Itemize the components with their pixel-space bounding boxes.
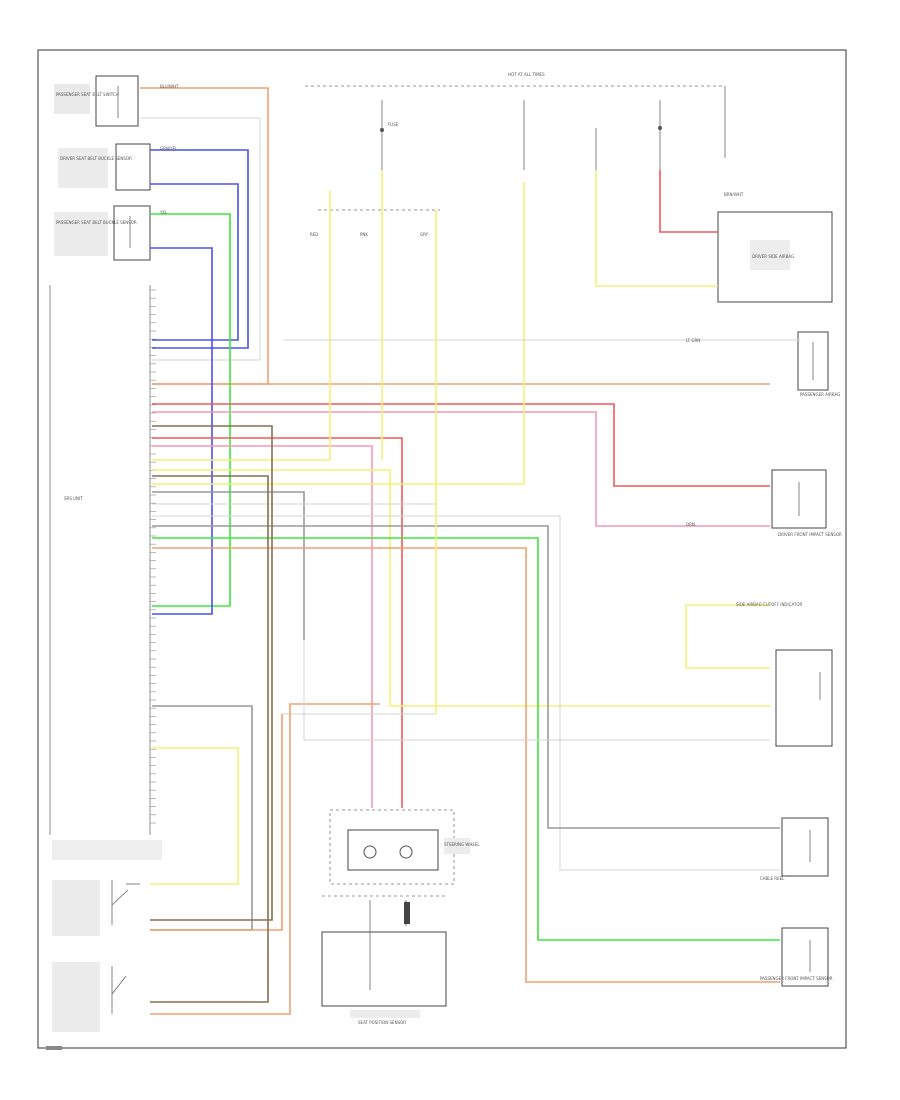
wire-green-5 <box>150 213 231 607</box>
wire-yellow-13 <box>152 182 525 485</box>
passenger-seat-belt-switch-lower <box>52 962 127 1032</box>
wire-lightgray-31 <box>303 640 770 741</box>
wire-yellow-11 <box>152 190 331 461</box>
wire-green-18 <box>152 537 780 941</box>
driver-front-impact-sensor <box>797 331 829 391</box>
component-label: PASSENGER AIRBAG <box>800 392 840 397</box>
driver-airbag-module <box>717 211 833 303</box>
component-label: CABLE REEL <box>760 876 785 881</box>
wire-red-7 <box>152 403 770 487</box>
wire-yellow-29 <box>685 605 770 669</box>
wire-lightgray-15 <box>152 503 437 715</box>
cable-reel <box>329 809 470 885</box>
wire-lightgray-16 <box>152 515 780 871</box>
component-label: GRN/YEL <box>160 146 178 151</box>
wire-yellow-12 <box>152 469 770 707</box>
wire-red-27 <box>659 170 718 233</box>
wire-red-9 <box>152 437 403 808</box>
component-label: GRY <box>420 232 429 237</box>
wire-blue-6 <box>150 247 213 615</box>
wire-gray-17 <box>152 525 780 829</box>
passenger-seat-belt-switch <box>54 75 139 127</box>
component-label: PASSENGER SEAT BELT SWITCH <box>56 92 119 97</box>
component-label: BLU/WHT <box>160 84 179 89</box>
wire-gray-20 <box>150 705 253 931</box>
component-label: HOT AT ALL TIMES <box>508 72 545 77</box>
component-label: STEERING WHEEL <box>444 842 480 847</box>
diagram-code-label <box>46 1046 62 1050</box>
wire-brown-22 <box>150 425 273 921</box>
component-label: RED <box>310 232 318 237</box>
passenger-front-impact-sensor <box>771 469 827 529</box>
driver-seat-belt-switch <box>52 840 162 936</box>
wire-pink-10 <box>152 445 373 808</box>
diagram-frame <box>37 49 847 1049</box>
srs-unit-connector <box>49 285 156 835</box>
component-labels: PASSENGER SEAT BELT SWITCH DRIVER SEAT BE… <box>56 72 842 1025</box>
component-label: DRIVER FRONT IMPACT SENSOR <box>778 532 842 537</box>
wire-blue-4 <box>150 183 239 341</box>
component-label: PASSENGER FRONT IMPACT SENSOR <box>760 976 833 981</box>
connector-pins <box>150 289 156 824</box>
wire-orange-23 <box>150 714 283 931</box>
component-label: LT GRN <box>686 338 700 343</box>
component-label: DRIVER SEAT BELT BUCKLE SENSOR <box>60 156 132 161</box>
component-label: PNK <box>360 232 368 237</box>
component-label: DRIVER SIDE AIRBAG <box>752 254 794 259</box>
component-label: SRS UNIT <box>64 496 83 501</box>
wire-pink-8 <box>152 411 770 527</box>
wire-harness <box>140 87 800 1015</box>
component-label: ORN <box>686 522 695 527</box>
wire-orange-25 <box>150 703 380 1015</box>
component-label: BRN/WHT <box>724 192 744 197</box>
wire-blue-3 <box>150 149 249 349</box>
wire-yellow-26 <box>595 170 718 287</box>
passenger-seat-belt-buckle-sensor <box>54 205 151 261</box>
component-label: FUSE <box>388 122 399 127</box>
wire-brown-24 <box>150 475 269 1003</box>
wire-orange-19 <box>152 547 780 983</box>
component-label: SEAT POSITION SENSOR <box>358 1020 406 1025</box>
component-label: PASSENGER SEAT BELT BUCKLE SENSOR <box>56 220 137 225</box>
seat-position-sensor <box>775 649 833 747</box>
component-label: YEL <box>159 210 168 215</box>
wire-gray-14 <box>152 491 305 640</box>
wire-yellow-21 <box>150 747 239 885</box>
component-label: SIDE AIRBAG CUTOFF INDICATOR <box>736 602 803 607</box>
steering-wheel-airbag <box>321 895 447 1018</box>
driver-side-impact-sensor <box>781 927 829 987</box>
passenger-side-impact-sensor <box>781 817 829 877</box>
wire-lightgray-2 <box>140 117 261 361</box>
fuse-box <box>305 85 726 211</box>
driver-seat-belt-buckle-sensor <box>58 143 151 191</box>
